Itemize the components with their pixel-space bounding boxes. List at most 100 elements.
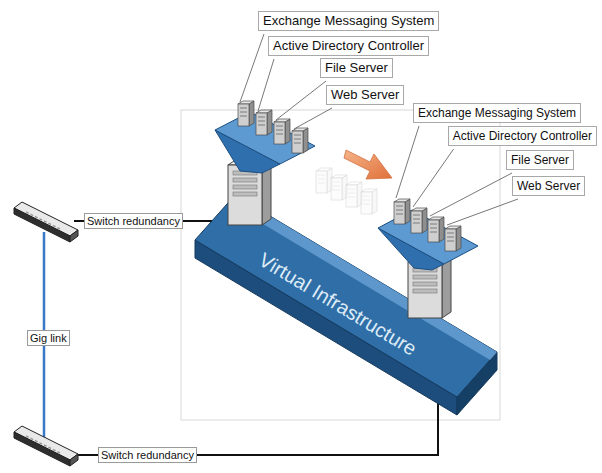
server-top	[394, 199, 410, 202]
label-text: Exchange Messaging System	[418, 106, 576, 120]
label-box: Web Server	[512, 176, 585, 196]
leader-line	[240, 34, 264, 102]
server-side	[439, 217, 444, 242]
drive-bay	[430, 224, 437, 225]
server-top	[428, 217, 444, 220]
server-front	[316, 171, 327, 193]
server-top	[256, 110, 272, 113]
ghost-server-icon	[331, 175, 347, 200]
drive-bay	[413, 275, 437, 279]
server-icon	[292, 128, 308, 153]
server-top	[292, 128, 308, 131]
server-top	[411, 208, 427, 211]
drive-bay	[333, 186, 340, 187]
cable-label: Switch redundancy	[98, 447, 197, 463]
switch-ports	[26, 212, 60, 229]
server-icon	[428, 217, 444, 242]
leader-line	[413, 149, 454, 207]
label-text: File Server	[325, 60, 388, 75]
drive-bay	[348, 193, 355, 194]
server-top	[346, 182, 362, 185]
illustration-frame	[181, 110, 500, 420]
leader-line	[447, 199, 518, 225]
drive-bay	[363, 196, 370, 197]
server-top	[445, 226, 461, 229]
server-side	[303, 128, 308, 153]
server-top	[331, 175, 347, 178]
label-text: Web Server	[517, 179, 580, 193]
drive-bay	[413, 268, 437, 272]
leader-lines	[240, 34, 518, 225]
tray-top	[378, 210, 478, 264]
drive-bay	[413, 219, 420, 220]
server-icon	[256, 110, 272, 135]
drive-bay	[294, 143, 301, 144]
server-front	[274, 122, 285, 144]
label-box: Active Directory Controller	[448, 126, 597, 146]
leader-line	[276, 81, 326, 120]
drive-bay	[348, 189, 355, 190]
ghost-server-icon	[316, 168, 332, 193]
drive-bay	[333, 190, 340, 191]
network-switch	[14, 202, 78, 242]
left-tray	[215, 112, 315, 173]
label-box: Exchange Messaging System	[413, 103, 581, 123]
server-icon	[445, 226, 461, 251]
server-top	[361, 189, 377, 192]
switch-side	[70, 454, 78, 466]
server-side	[456, 226, 461, 251]
server-front	[331, 178, 342, 200]
drive-bay	[318, 179, 325, 180]
drive-bay	[233, 185, 257, 189]
server-top	[316, 168, 332, 171]
label-box: Web Server	[326, 85, 404, 105]
drive-bay	[447, 233, 454, 234]
host-front	[408, 262, 442, 318]
platform-top	[195, 195, 497, 397]
server-icon	[394, 199, 410, 224]
host-server	[408, 256, 451, 318]
drive-bay	[276, 130, 283, 131]
drive-bay	[258, 125, 265, 126]
drive-bay	[276, 134, 283, 135]
server-front	[428, 220, 439, 242]
label-text: Exchange Messaging System	[263, 13, 434, 28]
drive-bay	[396, 214, 403, 215]
drive-bay	[333, 182, 340, 183]
server-side	[249, 101, 254, 126]
drive-bay	[430, 228, 437, 229]
server-front	[361, 192, 372, 214]
server-side	[285, 119, 290, 144]
server-top	[274, 119, 290, 122]
drive-bay	[233, 192, 257, 196]
ghost-server-icon	[346, 182, 362, 207]
right-tray	[378, 210, 478, 270]
host-top	[408, 256, 451, 262]
server-front	[292, 131, 303, 153]
drive-bay	[318, 175, 325, 176]
label-box: File Server	[506, 150, 574, 170]
host-side	[442, 256, 451, 318]
server-side	[342, 175, 347, 200]
tray-funnel	[215, 130, 280, 173]
server-front	[346, 185, 357, 207]
server-icon	[274, 119, 290, 144]
drive-bay	[413, 223, 420, 224]
cable-label: Switch redundancy	[84, 213, 183, 229]
drive-bay	[233, 171, 257, 175]
server-side	[405, 199, 410, 224]
server-front	[238, 104, 249, 126]
server-side	[327, 168, 332, 193]
ghost-server-icon	[361, 189, 377, 214]
drive-bay	[318, 183, 325, 184]
drive-bay	[240, 108, 247, 109]
drive-bay	[413, 289, 437, 293]
leader-line	[396, 126, 419, 198]
leader-line	[430, 173, 512, 216]
server-top	[238, 101, 254, 104]
drive-bay	[294, 139, 301, 140]
drive-bay	[396, 206, 403, 207]
drive-bay	[240, 112, 247, 113]
server-icon	[238, 101, 254, 126]
